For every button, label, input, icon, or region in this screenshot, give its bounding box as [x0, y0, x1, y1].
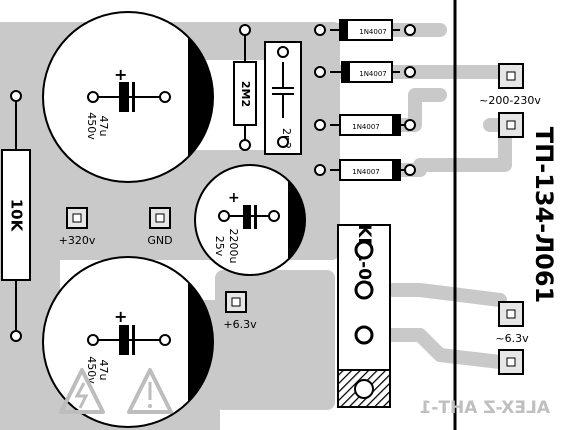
pad-r1-top [10, 90, 22, 102]
terminal-gnd[interactable]: GND [147, 207, 173, 247]
pad-r2-bottom [239, 139, 251, 151]
diode-d4: 1N4007 [330, 159, 415, 181]
capacitor-c3-plate-pos [254, 205, 257, 229]
pad-c4-top [277, 46, 289, 58]
pad-r2-top [239, 24, 251, 36]
capacitor-c3-plus: + [228, 190, 240, 206]
capacitor-c2-plate-pos [132, 325, 135, 355]
resistor-r1-label: 10K [8, 199, 26, 233]
capacitor-c1-band [188, 37, 213, 157]
capacitor-c2-plate-neg [119, 325, 129, 355]
board-title: ТП-134-Л061 [530, 127, 558, 304]
capacitor-c3: + 2200u 25v [194, 164, 306, 276]
capacitor-c1-voltage: 450v [85, 112, 98, 140]
terminal-ac6v3[interactable]: ~6.3v [495, 301, 529, 375]
pad-d3-a [314, 119, 326, 131]
diode-d2: 1N4007 [330, 61, 400, 83]
caution-warning-icon [127, 368, 173, 414]
terminal-ac6v3-hole-1 [506, 309, 516, 319]
terminal-plus320-hole [72, 213, 82, 223]
pad-d4-k [404, 164, 416, 176]
pad-c1-minus [87, 91, 99, 103]
copper-diode-strip [300, 22, 340, 252]
terminal-ac6v3-hole-2 [506, 357, 516, 367]
terminal-plus320-label: +320v [59, 234, 96, 247]
terminal-plus320[interactable]: +320v [59, 207, 96, 247]
capacitor-c1-value: 47u [97, 116, 110, 137]
board-watermark: ALEX-Z АНТ-1 [420, 398, 551, 418]
terminal-ac200-label: ~200-230v [479, 94, 541, 107]
resistor-r2-body [233, 61, 257, 126]
pad-bridge-3 [354, 325, 374, 345]
terminal-ac6v3-label: ~6.3v [495, 332, 529, 345]
terminal-ac200[interactable]: ~200-230v [479, 63, 541, 138]
capacitor-c2-voltage: 450v [85, 356, 98, 384]
pad-c2-plus [159, 334, 171, 346]
pad-d3-k [404, 119, 416, 131]
diode-d1: 1N4007 [330, 19, 400, 41]
capacitor-c1-plus: + [114, 65, 127, 84]
resistor-r1: 10K [1, 95, 31, 340]
pad-d4-a [314, 164, 326, 176]
exclamation-dot-icon [148, 404, 152, 408]
bridge-pads [354, 240, 374, 345]
pad-c4-bottom [277, 136, 289, 148]
diode-d1-band [340, 20, 348, 40]
capacitor-c2-value: 47u [97, 360, 110, 381]
diode-d4-band [392, 160, 400, 180]
capacitor-c3-band [288, 180, 306, 260]
terminal-gnd-hole [155, 213, 165, 223]
diode-d3-band [392, 115, 400, 135]
diode-d2-band [342, 62, 350, 82]
capacitor-c1-plate-pos [132, 82, 135, 112]
pad-d1-a [314, 24, 326, 36]
diode-d1-label: 1N4007 [359, 28, 387, 36]
trace-ac-return [413, 118, 512, 172]
pad-r1-bottom [10, 330, 22, 342]
pad-d1-k [404, 24, 416, 36]
pad-c3-plus [268, 210, 280, 222]
terminal-ac6v3-pad-2[interactable] [498, 349, 524, 375]
resistor-r2-label: 2M2 [239, 81, 252, 107]
diode-d3: 1N4007 [330, 114, 415, 136]
pad-bridge-2 [354, 280, 374, 300]
pad-c3-minus [218, 210, 230, 222]
capacitor-c1-plate-neg [119, 82, 129, 112]
warning-triangles [59, 368, 173, 414]
pad-d2-a [314, 66, 326, 78]
capacitor-c1: + 47u 450v [42, 11, 214, 183]
round-pads [10, 24, 416, 346]
terminal-plus6v3-label: +6.3v [223, 318, 257, 331]
bridge-rectifier-mount-hole [354, 379, 374, 399]
terminal-ac200-hole-2 [506, 120, 516, 130]
capacitor-c4: 2n2 [264, 41, 302, 155]
pad-c2-minus [87, 334, 99, 346]
terminal-plus6v3[interactable]: +6.3v [223, 291, 257, 331]
pad-bridge-1 [354, 240, 374, 260]
capacitor-c3-value: 2200u [227, 229, 240, 264]
terminal-ac200-hole-1 [506, 71, 516, 81]
high-voltage-warning-icon [59, 368, 105, 414]
lightning-bolt-icon [74, 382, 89, 409]
diode-d4-label: 1N4007 [352, 168, 380, 176]
trace-bridge-bottom [363, 328, 507, 369]
capacitor-c2-plus: + [114, 307, 127, 326]
diode-d3-label: 1N4007 [352, 123, 380, 131]
capacitor-c2-band [188, 282, 213, 402]
terminal-plus6v3-hole [231, 297, 241, 307]
diode-d2-label: 1N4007 [359, 70, 387, 78]
capacitor-c3-voltage: 25v [213, 236, 226, 257]
pad-d2-k [404, 66, 416, 78]
pad-c1-plus [159, 91, 171, 103]
resistor-r2: 2M2 [233, 30, 257, 150]
capacitor-c3-plate-neg [243, 205, 251, 229]
capacitor-c2: + 47u 450v [42, 256, 214, 428]
terminal-gnd-label: GND [147, 234, 172, 247]
